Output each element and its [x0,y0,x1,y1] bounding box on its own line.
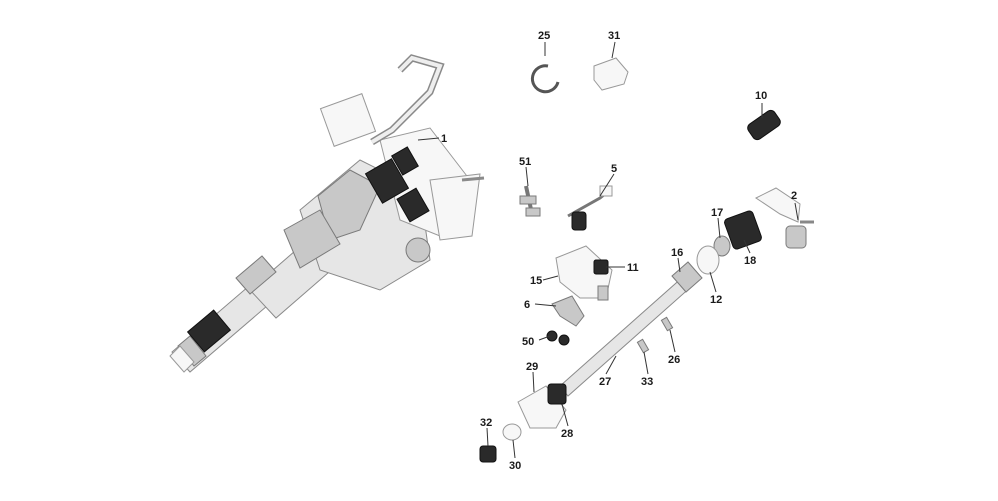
callout-25: 25 [538,30,550,42]
callout-33: 33 [641,376,653,388]
callout-29: 29 [526,361,538,373]
steering-column-assembly [169,54,485,373]
callout-17: 17 [711,207,723,219]
callout-labels: 1 2 5 6 10 11 12 15 16 17 18 25 26 27 28… [441,30,797,472]
callout-1: 1 [441,133,447,145]
callout-12: 12 [710,294,722,306]
e-clip-part [530,64,560,94]
bracket-part-2 [755,187,814,249]
callout-11: 11 [627,262,639,274]
callout-28: 28 [561,428,573,440]
switch-part-15 [555,245,613,301]
callout-27: 27 [599,376,611,388]
callout-26: 26 [668,354,680,366]
callout-10: 10 [755,90,767,102]
lever-part-5 [567,185,613,231]
joint-part-28 [547,383,567,405]
callout-50: 50 [522,336,534,348]
callout-18: 18 [744,255,756,267]
ring-part-17 [713,235,731,257]
bushing-part-30 [502,423,522,441]
sleeve-part [747,109,781,141]
bracket-part-6 [551,295,585,327]
ring-part-12 [696,245,720,275]
block-part [593,57,629,91]
callout-16: 16 [671,247,683,259]
callout-15: 15 [530,275,542,287]
cap-part-32 [479,445,497,463]
callout-5: 5 [611,163,617,175]
bolt-part-51 [519,185,541,217]
pin-part-26 [660,316,674,332]
leader-lines [417,41,799,459]
callout-32: 32 [480,417,492,429]
callout-30: 30 [509,460,521,472]
boot-part [724,210,762,250]
callout-2: 2 [791,190,797,202]
pin-part-33 [636,338,650,354]
callout-51: 51 [519,156,531,168]
screws-part-50 [546,330,570,346]
callout-31: 31 [608,30,620,42]
callout-6: 6 [524,299,530,311]
